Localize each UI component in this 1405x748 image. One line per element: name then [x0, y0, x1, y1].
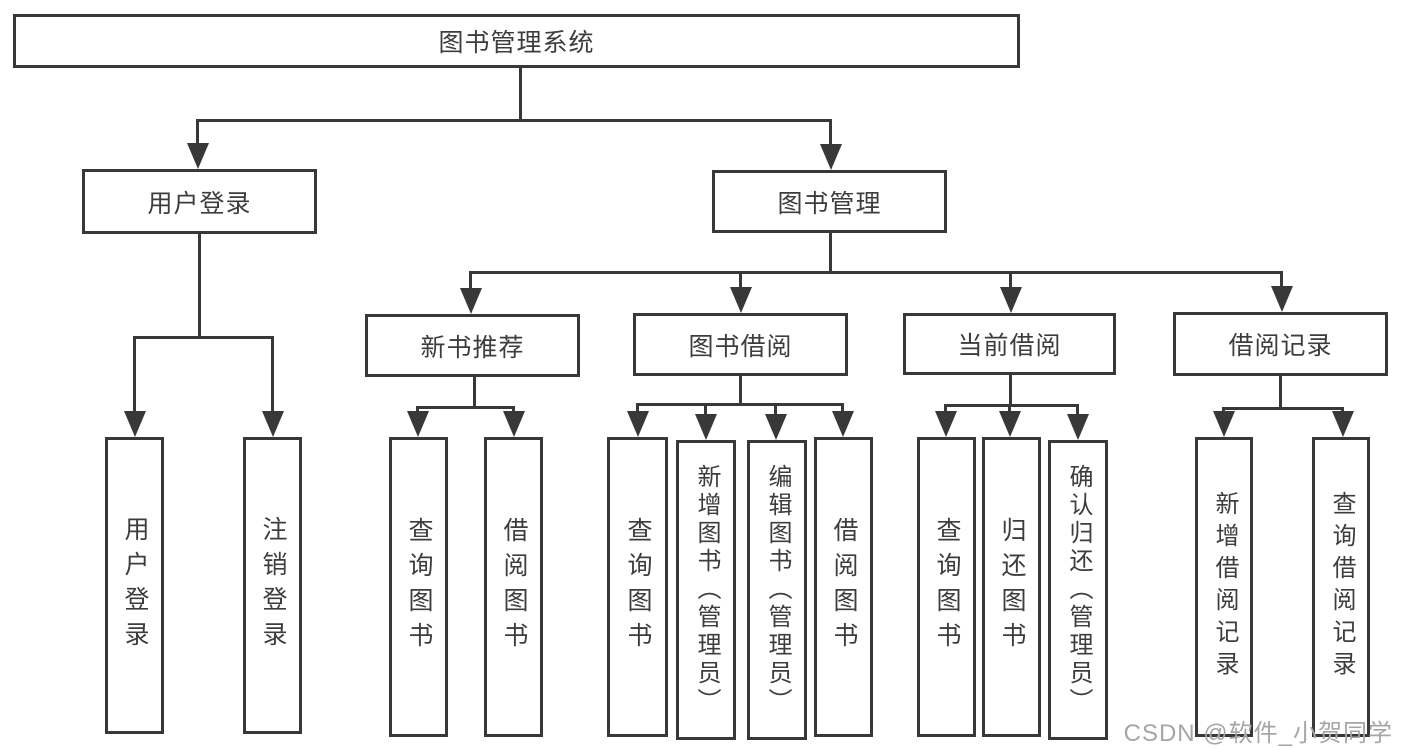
- leaf-user-login-label: 用户登录: [121, 515, 149, 656]
- node-borrow-record: 借阅记录: [1173, 312, 1388, 376]
- connector-to-current-borrow: [1009, 271, 1012, 289]
- connector-to-book-borrow: [739, 271, 742, 289]
- leaf-query-book-1-label: 查询图书: [405, 517, 433, 657]
- stem-d2: [1008, 404, 1011, 413]
- leaf-query-book-3: 查询图书: [917, 437, 976, 737]
- node-current-borrow: 当前借阅: [903, 313, 1116, 375]
- node-user-login-label: 用户登录: [147, 189, 252, 218]
- arrowhead-d1: [935, 411, 957, 437]
- arrowhead-logout-leaf: [262, 411, 284, 437]
- connector-book-mgmt-stem: [829, 233, 832, 274]
- leaf-return-book: 归还图书: [982, 437, 1041, 737]
- leaf-query-book-1: 查询图书: [389, 437, 448, 737]
- connector-to-logout-leaf: [271, 336, 274, 414]
- arrowhead-d3: [1067, 414, 1089, 440]
- leaf-query-book-3-label: 查询图书: [933, 517, 961, 657]
- arrowhead-e2: [1332, 411, 1354, 437]
- connector-borrow-record-split: [1222, 407, 1343, 410]
- stem-d1: [944, 404, 947, 413]
- node-book-management-label: 图书管理: [777, 189, 882, 218]
- connector-new-book-stem: [473, 377, 476, 409]
- leaf-add-book-admin: 新增图书（管理员）: [676, 440, 736, 740]
- arrowhead-borrow-record: [1271, 286, 1293, 312]
- arrowhead-d2: [999, 411, 1021, 437]
- node-book-borrow: 图书借阅: [633, 313, 848, 376]
- arrowhead-c4: [832, 411, 854, 437]
- leaf-borrow-book-1: 借阅图书: [484, 437, 543, 737]
- leaf-query-borrow-record-label: 查询借阅记录: [1328, 491, 1355, 683]
- arrowhead-current-borrow: [1000, 287, 1022, 313]
- leaf-query-borrow-record: 查询借阅记录: [1312, 437, 1370, 737]
- connector-new-book-split: [416, 406, 515, 409]
- arrowhead-c3: [765, 414, 787, 440]
- leaf-borrow-book-2-label: 借阅图书: [830, 517, 858, 657]
- connector-book-borrow-stem: [739, 376, 742, 406]
- leaf-add-borrow-record: 新增借阅记录: [1195, 437, 1253, 737]
- leaf-edit-book-admin: 编辑图书（管理员）: [747, 440, 807, 740]
- arrowhead-e1: [1213, 411, 1235, 437]
- leaf-confirm-return-admin-label: 确认归还（管理员）: [1065, 464, 1092, 716]
- arrowhead-book-borrow: [730, 287, 752, 313]
- connector-root-split: [196, 119, 832, 122]
- leaf-add-book-admin-label: 新增图书（管理员）: [693, 464, 720, 716]
- node-book-borrow-label: 图书借阅: [688, 332, 793, 361]
- connector-borrow-record-stem: [1279, 376, 1282, 410]
- node-root: 图书管理系统: [13, 14, 1020, 68]
- leaf-logout-label: 注销登录: [259, 515, 287, 656]
- node-borrow-record-label: 借阅记录: [1228, 332, 1333, 360]
- stem-d3: [1076, 404, 1079, 415]
- arrowhead-new-book: [460, 288, 482, 314]
- arrowhead-c1: [627, 411, 649, 437]
- connector-book-mgmt-split: [469, 271, 1282, 274]
- connector-to-login-leaf: [133, 336, 136, 414]
- connector-book-borrow-split: [636, 403, 844, 406]
- stem-b1: [416, 406, 419, 415]
- connector-to-borrow-record: [1280, 271, 1283, 288]
- stem-b2: [512, 406, 515, 415]
- leaf-confirm-return-admin: 确认归还（管理员）: [1048, 440, 1108, 740]
- node-root-label: 图书管理系统: [438, 29, 595, 57]
- connector-to-user-login: [196, 119, 199, 147]
- arrowhead-book-management: [820, 144, 842, 170]
- leaf-logout: 注销登录: [243, 437, 302, 734]
- leaf-query-book-2-label: 查询图书: [624, 517, 652, 657]
- leaf-edit-book-admin-label: 编辑图书（管理员）: [764, 464, 791, 716]
- connector-user-login-split: [133, 336, 274, 339]
- stem-c3: [774, 403, 777, 414]
- leaf-borrow-book-2: 借阅图书: [814, 437, 873, 737]
- connector-user-login-stem: [198, 234, 201, 339]
- arrowhead-user-login: [187, 143, 209, 169]
- leaf-user-login: 用户登录: [105, 437, 164, 734]
- arrowhead-b2: [503, 411, 525, 437]
- node-new-book-recommend: 新书推荐: [365, 314, 580, 377]
- connector-current-borrow-stem: [1009, 375, 1012, 407]
- arrowhead-b1: [407, 411, 429, 437]
- connector-root-stem: [519, 68, 522, 121]
- stem-c4: [841, 403, 844, 412]
- node-user-login: 用户登录: [82, 169, 317, 234]
- stem-c2: [704, 403, 707, 414]
- connector-to-new-book: [469, 271, 472, 290]
- leaf-add-borrow-record-label: 新增借阅记录: [1211, 491, 1238, 683]
- arrowhead-c2: [695, 414, 717, 440]
- node-book-management: 图书管理: [712, 170, 947, 233]
- node-new-book-recommend-label: 新书推荐: [420, 333, 525, 362]
- leaf-return-book-label: 归还图书: [998, 517, 1026, 657]
- leaf-borrow-book-1-label: 借阅图书: [500, 517, 528, 657]
- stem-c1: [636, 403, 639, 412]
- csdn-watermark: CSDN @软件_小贺同学: [1123, 720, 1393, 747]
- connector-to-book-management: [829, 119, 832, 147]
- arrowhead-login-leaf: [124, 411, 146, 437]
- node-current-borrow-label: 当前借阅: [957, 332, 1062, 360]
- connector-current-borrow-split: [944, 404, 1079, 407]
- leaf-query-book-2: 查询图书: [607, 437, 668, 737]
